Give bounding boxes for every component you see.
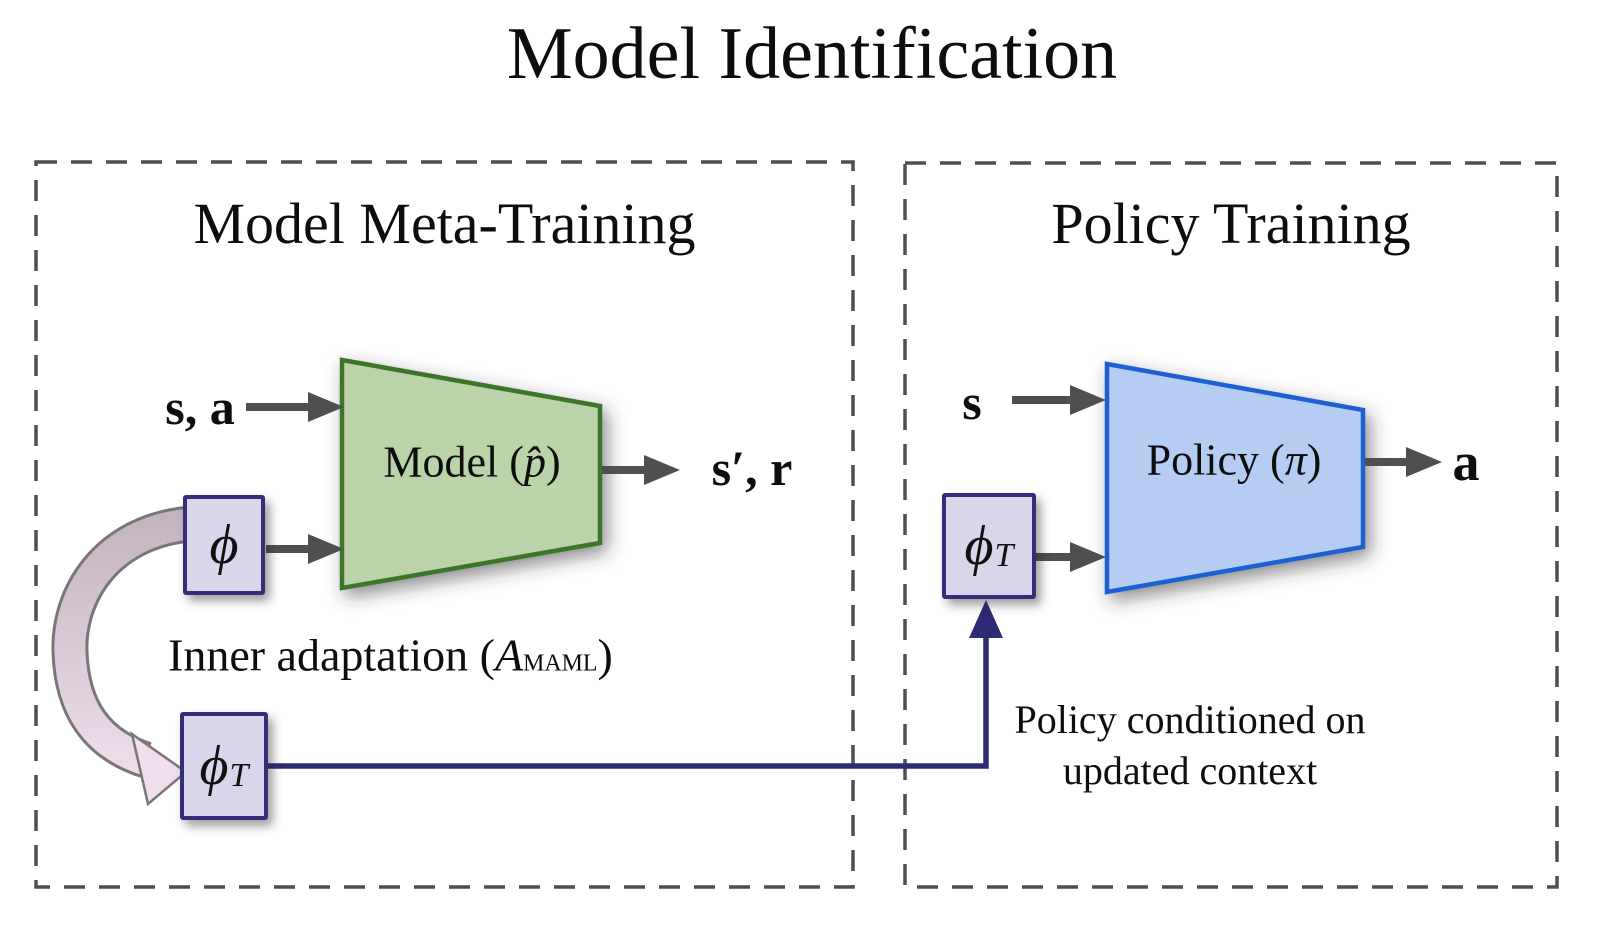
context-phi-box: ϕ <box>183 495 265 595</box>
policy-label-prefix: Policy ( <box>1146 435 1285 485</box>
inner-adaptation-arrow-band <box>54 508 192 775</box>
diagram-title: Model Identification <box>506 13 1118 95</box>
inner-adaptation-arrowhead <box>130 731 189 807</box>
model-label-suffix: ) <box>545 437 561 487</box>
arrowhead <box>1406 447 1442 477</box>
adaptation-symbol: A <box>494 629 524 681</box>
arrowhead <box>1070 385 1106 415</box>
model-output-label: s′, r <box>711 440 793 496</box>
arrowhead <box>308 392 344 422</box>
adaptation-suffix: ) <box>597 629 613 681</box>
context-transfer-line <box>262 636 989 769</box>
adaptation-prefix: Inner adaptation ( <box>168 629 495 681</box>
state-input-label: s <box>962 374 982 430</box>
arrowhead <box>644 455 680 485</box>
policy-caption-line1: Policy conditioned on <box>1014 697 1366 742</box>
phi-symbol: ϕ <box>199 735 229 797</box>
model-trapezoid <box>339 357 603 591</box>
model-block-label: Model (p̂) <box>383 437 560 488</box>
policy-label-symbol: π <box>1284 435 1307 485</box>
meta-training-header: Model Meta-Training <box>193 191 696 256</box>
task-subscript: T <box>229 757 249 794</box>
arrowhead <box>308 534 344 564</box>
adaptation-subscript: MAML <box>523 650 598 677</box>
action-output-label: a <box>1452 432 1480 492</box>
model-label-prefix: Model ( <box>383 437 524 487</box>
policy-trapezoid <box>1104 361 1366 595</box>
state-action-input-label: s, a <box>165 379 235 435</box>
inner-adaptation-label: Inner adaptation (AMAML) <box>168 629 613 682</box>
gray-arrowheads <box>308 385 1442 572</box>
context-transfer-arrowhead <box>969 600 1003 638</box>
policy-training-panel-outline <box>903 161 1559 889</box>
phi-symbol: ϕ <box>209 514 239 576</box>
phi-symbol: ϕ <box>964 515 994 577</box>
arrowhead <box>1070 542 1106 572</box>
policy-training-header: Policy Training <box>1051 191 1411 256</box>
gray-arrows <box>246 396 1408 561</box>
policy-block-label: Policy (π) <box>1147 435 1322 486</box>
task-subscript: T <box>994 537 1014 574</box>
policy-caption-line2: updated context <box>1062 748 1318 794</box>
policy-caption: Policy conditioned on updated context <box>1014 694 1365 796</box>
policy-label-suffix: ) <box>1306 435 1322 485</box>
model-label-symbol: p̂ <box>523 437 546 487</box>
